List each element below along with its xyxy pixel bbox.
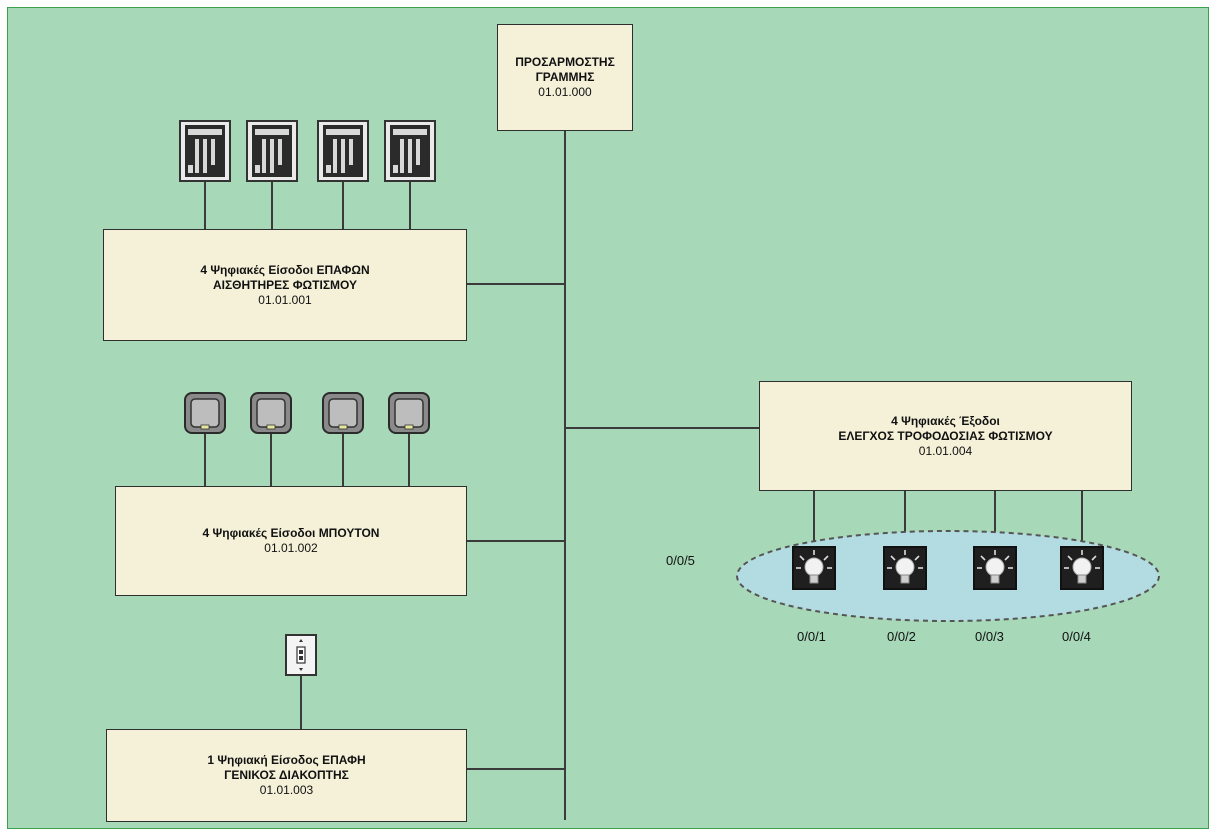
- bus-line: [564, 131, 566, 820]
- box-title: ΕΛΕΓΧΟΣ ΤΡΟΦΟΔΟΣΙΑΣ ΦΩΤΙΣΜΟΥ: [838, 428, 1053, 443]
- connector-line: [813, 491, 815, 543]
- light-sensor-icon: [246, 120, 298, 182]
- group-address-label: 0/0/5: [666, 553, 695, 568]
- connector-line: [994, 491, 996, 543]
- light-sensor-icon: [179, 120, 231, 182]
- box-title: ΠΡΟΣΑΡΜΟΣΤΗΣ: [515, 55, 615, 69]
- connector-line: [342, 180, 344, 230]
- connector-line: [204, 180, 206, 230]
- connector-line: [467, 540, 565, 542]
- box-title: ΑΙΣΘΗΤΗΡΕΣ ΦΩΤΙΣΜΟΥ: [212, 277, 358, 292]
- lamp-address-label: 0/0/3: [975, 629, 1004, 644]
- lamp-address-label: 0/0/1: [797, 629, 826, 644]
- contact-inputs-box: 4 Ψηφιακές Είσοδοι ΕΠΑΦΩΝ ΑΙΣΘΗΤΗΡΕΣ ΦΩΤ…: [103, 229, 467, 341]
- light-bulb-icon: [792, 546, 836, 590]
- connector-line: [467, 768, 565, 770]
- light-bulb-icon: [883, 546, 927, 590]
- connector-line: [565, 427, 760, 429]
- general-switch-box: 1 Ψηφιακή Είσοδος ΕΠΑΦΗ ΓΕΝΙΚΟΣ ΔΙΑΚΟΠΤΗ…: [106, 729, 467, 822]
- outputs-box: 4 Ψηφιακές Έξοδοι ΕΛΕΓΧΟΣ ΤΡΟΦΟΔΟΣΙΑΣ ΦΩ…: [759, 381, 1132, 491]
- push-button-icon: [250, 392, 292, 434]
- box-address: 01.01.003: [259, 783, 314, 797]
- connector-line: [270, 431, 272, 487]
- connector-line: [271, 180, 273, 230]
- connector-line: [408, 431, 410, 487]
- push-button-icon: [184, 392, 226, 434]
- lamp-address-label: 0/0/2: [887, 629, 916, 644]
- push-button-icon: [322, 392, 364, 434]
- connector-line: [300, 676, 302, 730]
- box-address: 01.01.004: [918, 443, 973, 458]
- box-title: 4 Ψηφιακές Είσοδοι ΕΠΑΦΩΝ: [200, 262, 370, 277]
- line-coupler-box: ΠΡΟΣΑΡΜΟΣΤΗΣ ΓΡΑΜΜΗΣ 01.01.000: [497, 24, 633, 131]
- box-title: ΓΕΝΙΚΟΣ ΔΙΑΚΟΠΤΗΣ: [224, 768, 349, 782]
- box-title: 1 Ψηφιακή Είσοδος ΕΠΑΦΗ: [207, 753, 366, 767]
- box-title: 4 Ψηφιακές Είσοδοι ΜΠΟΥΤΟΝ: [202, 526, 380, 540]
- box-title: 4 Ψηφιακές Έξοδοι: [891, 413, 1000, 428]
- box-address: 01.01.001: [258, 292, 312, 307]
- lamp-address-label: 0/0/4: [1062, 629, 1091, 644]
- connector-line: [904, 491, 906, 543]
- box-title: ΓΡΑΜΜΗΣ: [535, 70, 595, 84]
- connector-line: [342, 431, 344, 487]
- light-bulb-icon: [973, 546, 1017, 590]
- button-inputs-box: 4 Ψηφιακές Είσοδοι ΜΠΟΥΤΟΝ 01.01.002: [115, 486, 467, 596]
- light-sensor-icon: [384, 120, 436, 182]
- connector-line: [1081, 491, 1083, 543]
- box-address: 01.01.000: [538, 85, 592, 99]
- connector-line: [204, 431, 206, 487]
- light-bulb-icon: [1060, 546, 1104, 590]
- connector-line: [467, 283, 565, 285]
- push-button-icon: [388, 392, 430, 434]
- connector-line: [409, 180, 411, 230]
- box-address: 01.01.002: [264, 541, 318, 555]
- light-sensor-icon: [317, 120, 369, 182]
- lamp-group-ellipse: [734, 528, 1162, 624]
- wall-switch-icon: [285, 634, 317, 676]
